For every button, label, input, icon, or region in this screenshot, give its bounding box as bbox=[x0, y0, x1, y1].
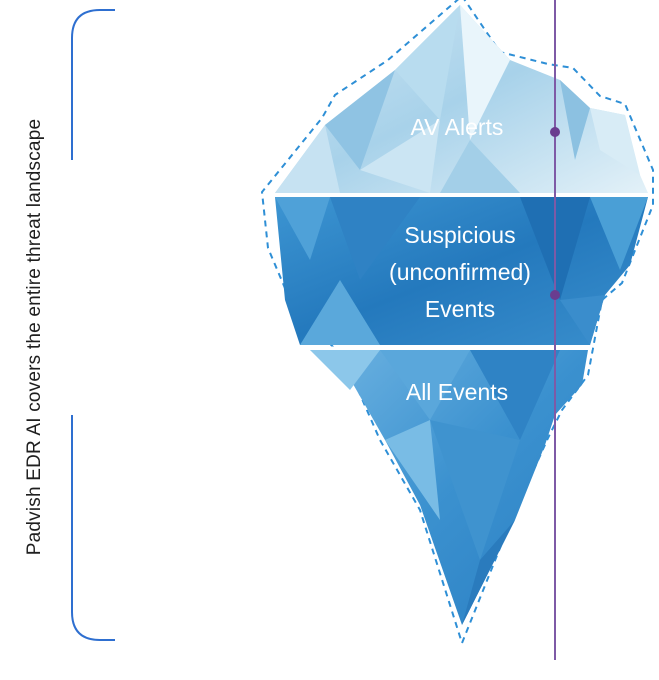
label-av-alerts: AV Alerts bbox=[411, 114, 504, 140]
iceberg-bottom bbox=[310, 350, 588, 625]
iceberg-dashed-outline bbox=[260, 0, 654, 646]
bracket-bottom bbox=[71, 415, 115, 641]
marker-dot-middle bbox=[550, 290, 560, 300]
iceberg-top bbox=[275, 5, 648, 193]
label-all-events: All Events bbox=[406, 379, 508, 405]
label-unconfirmed: (unconfirmed) bbox=[389, 259, 531, 285]
label-suspicious: Suspicious bbox=[404, 222, 515, 248]
marker-dot-top bbox=[550, 127, 560, 137]
label-events: Events bbox=[425, 296, 495, 322]
bracket-top bbox=[71, 9, 115, 160]
side-caption: Padvish EDR AI covers the entire threat … bbox=[24, 118, 45, 556]
